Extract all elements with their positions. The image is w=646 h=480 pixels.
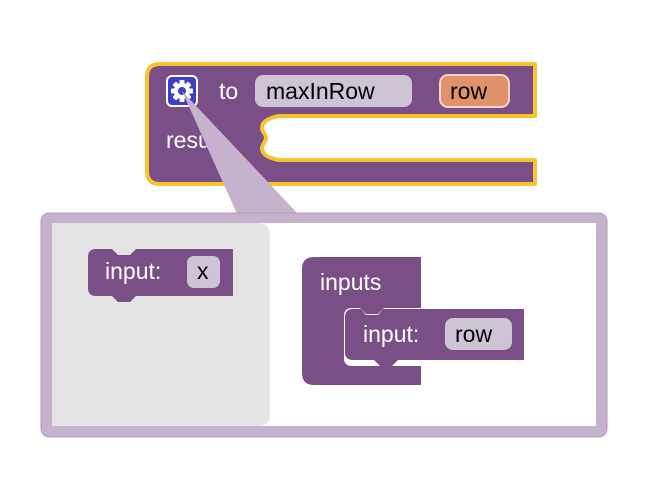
inputs-container-label: inputs [320,269,381,295]
flyout-input-label: input: [105,258,161,284]
flyout-input-name-text: x [197,258,209,284]
procedure-block-body[interactable] [145,62,537,186]
input-item-block[interactable]: input: row [345,309,524,366]
procedure-param-text: row [450,78,487,104]
flyout-input-name-field[interactable]: x [187,256,220,288]
input-item-label: input: [363,321,419,347]
input-item-name-text: row [455,321,492,347]
input-item-name-field[interactable]: row [445,318,512,350]
procedure-keyword: to [219,78,238,104]
flyout-input-block[interactable]: input: x [88,249,233,302]
procedure-param-field[interactable]: row [439,74,510,108]
procedure-name-text: maxInRow [266,78,375,104]
procedure-name-field[interactable]: maxInRow [255,75,412,107]
mutator-bubble: input: x inputs input: row [40,91,608,438]
mutator-bubble-tail [182,91,300,216]
inputs-container-block[interactable]: inputs [302,257,421,385]
